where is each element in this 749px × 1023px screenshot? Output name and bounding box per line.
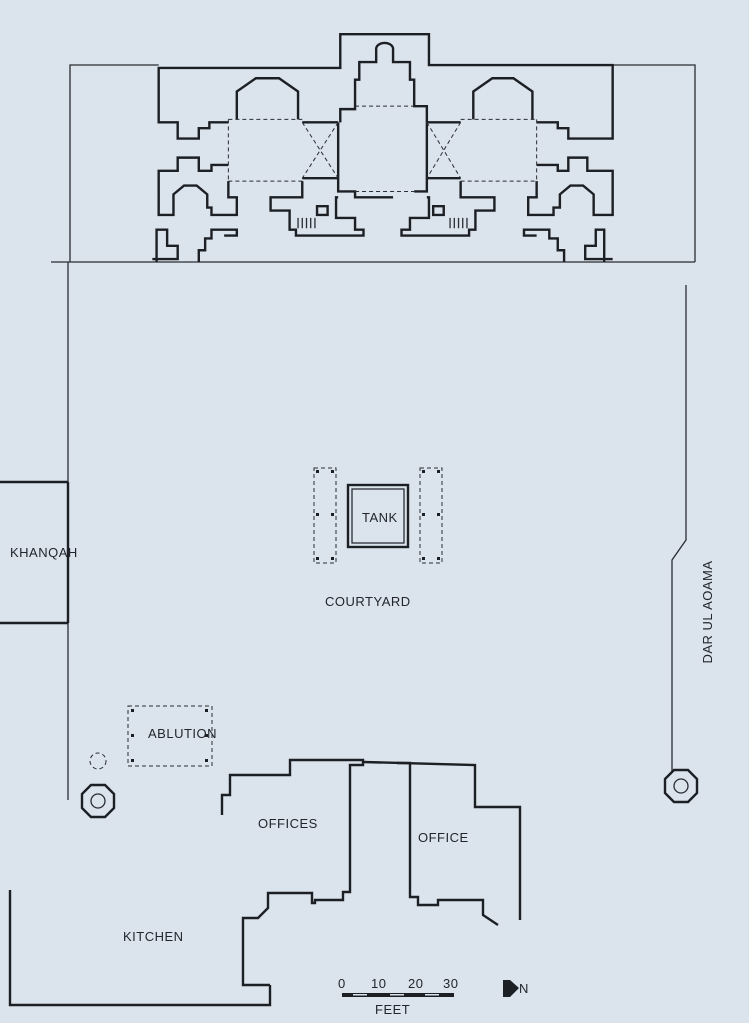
stair-hatching — [298, 218, 467, 228]
khanqah-label: KHANQAH — [10, 545, 78, 560]
scale-tick-20: 20 — [408, 976, 423, 991]
kitchen-label: KITCHEN — [123, 929, 184, 944]
ablution-column-dots — [131, 709, 208, 762]
ablution-area — [127, 705, 213, 767]
kitchen-outline — [8, 890, 272, 1007]
tank — [346, 483, 410, 549]
colonnade-right — [419, 467, 443, 564]
scale-tick-0: 0 — [338, 976, 346, 991]
dar-ul-aoama-label: DAR UL AOAMA — [700, 560, 715, 663]
column-dots — [316, 470, 440, 560]
khanqah-outline — [0, 480, 70, 625]
mosque-prayer-hall — [51, 34, 695, 262]
north-label: N — [519, 981, 529, 996]
tank-label: TANK — [362, 510, 398, 525]
north-arrow-icon — [503, 980, 519, 997]
spiral-stair-right — [673, 778, 689, 794]
spiral-stair-left — [90, 793, 106, 809]
colonnade-left — [313, 467, 337, 564]
north-arrow: N — [503, 980, 529, 997]
scale-tick-30: 30 — [443, 976, 458, 991]
stair-tower-right — [663, 768, 699, 804]
well-circle — [89, 752, 107, 770]
offices-outline — [220, 758, 365, 987]
office-outline — [362, 760, 522, 926]
courtyard-label: COURTYARD — [325, 594, 411, 609]
office-label: OFFICE — [418, 830, 469, 845]
stair-tower-left — [80, 783, 116, 819]
scale-tick-10: 10 — [371, 976, 386, 991]
enclosure-walls — [67, 262, 687, 800]
offices-label: OFFICES — [258, 816, 318, 831]
scale-bar: 0 10 20 30 FEET — [338, 976, 458, 1017]
ablution-label: ABLUTION — [148, 726, 217, 741]
scale-unit-label: FEET — [375, 1002, 410, 1017]
